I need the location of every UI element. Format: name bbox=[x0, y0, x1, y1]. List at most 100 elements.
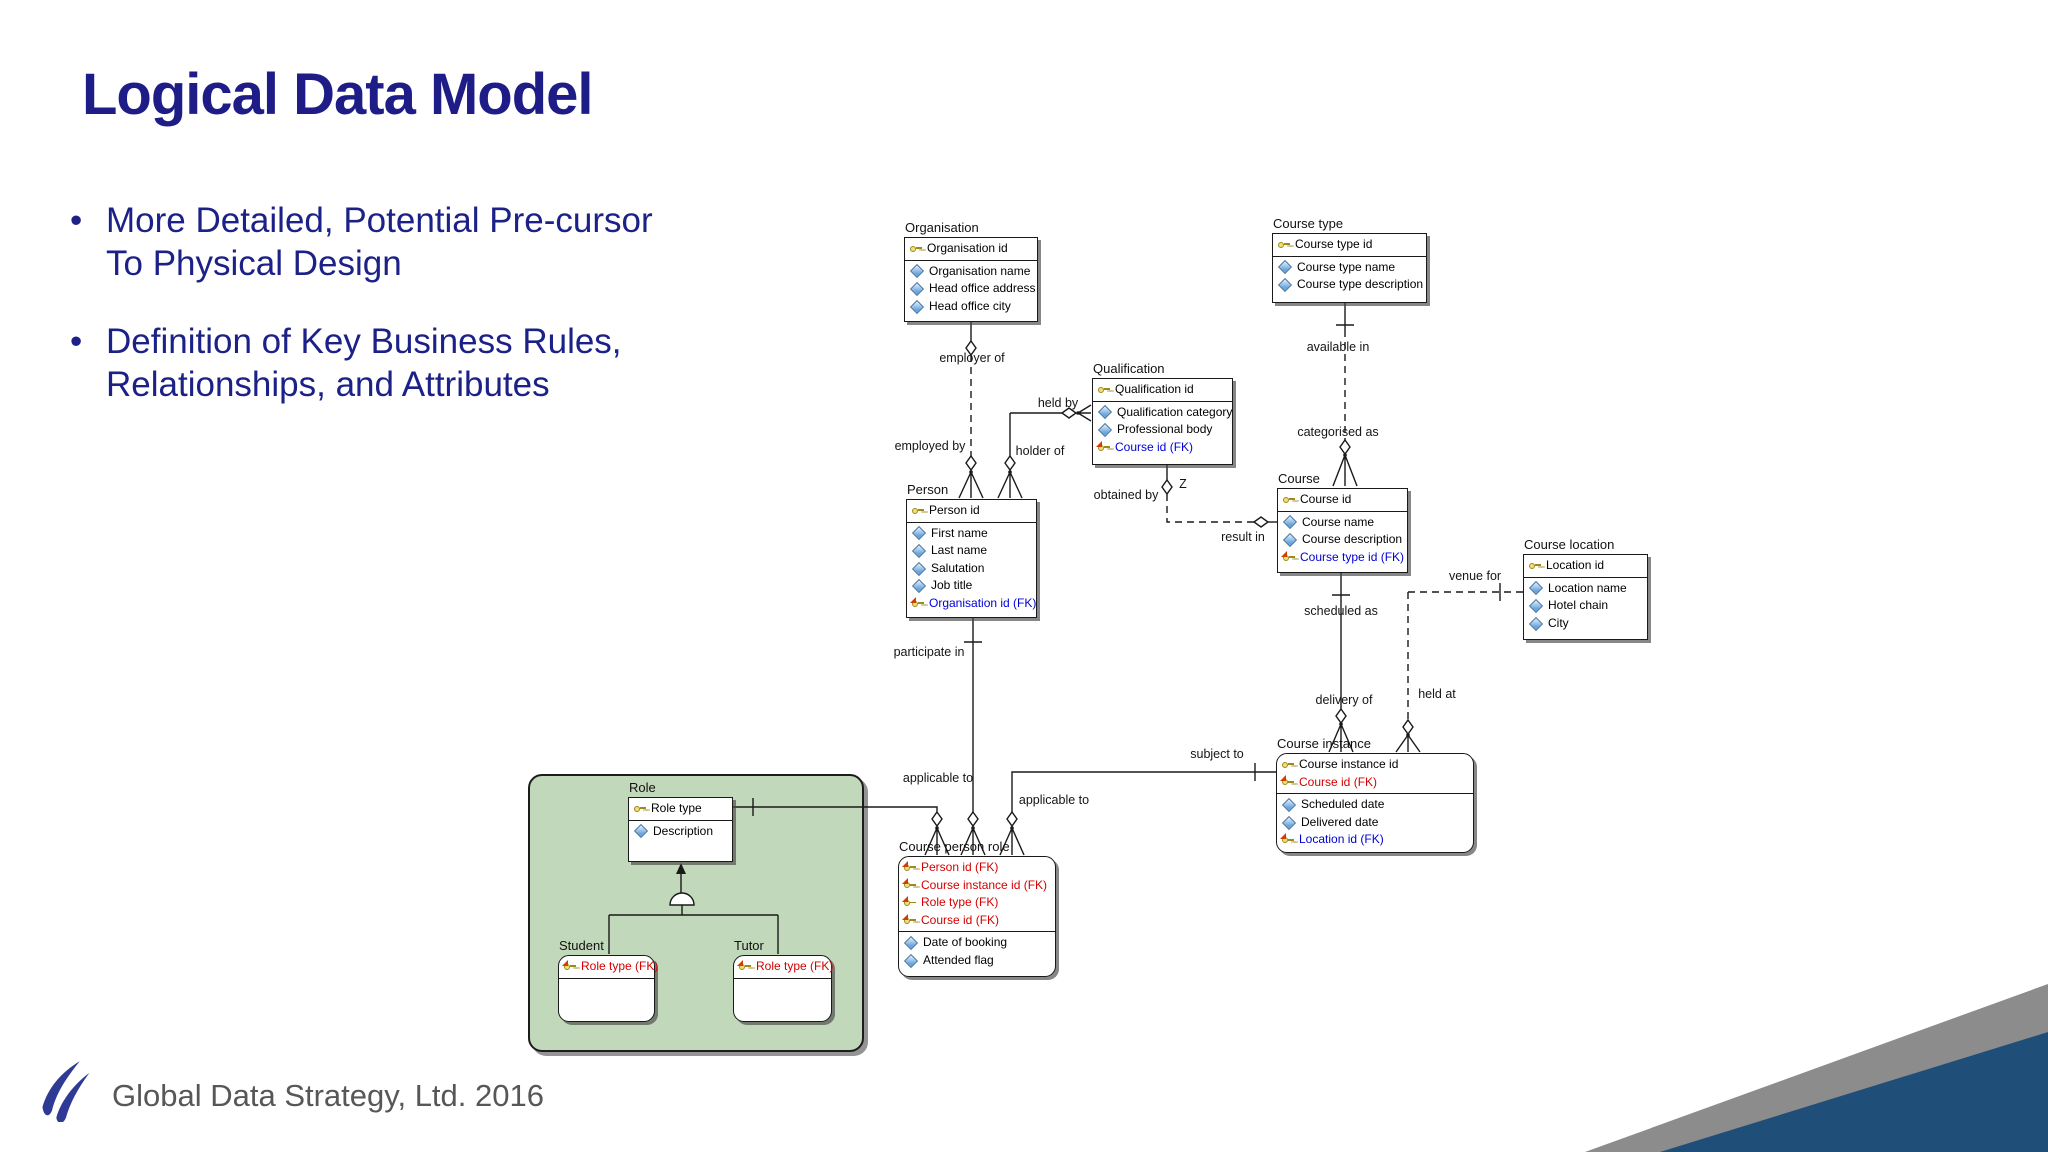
attribute-row: Attended flag bbox=[901, 952, 1053, 970]
bullet-text: More Detailed, Potential Pre-cursor To P… bbox=[106, 201, 653, 283]
attribute-diamond-icon bbox=[1277, 277, 1293, 293]
attribute-diamond-icon bbox=[903, 953, 919, 968]
attribute-row: Description bbox=[631, 823, 730, 841]
attribute-diamond-icon bbox=[911, 561, 927, 576]
attribute-name: Role type bbox=[651, 801, 702, 815]
attribute-diamond-icon bbox=[911, 526, 927, 541]
attribute-row: Qualification id bbox=[1095, 381, 1230, 399]
attribute-name: Qualification category bbox=[1117, 404, 1233, 419]
entity-title: Organisation bbox=[905, 220, 979, 235]
primary-key-icon bbox=[1282, 760, 1295, 770]
relationship-label-delivery-of: delivery of bbox=[1315, 693, 1373, 707]
foreign-key-icon bbox=[1281, 550, 1296, 563]
attribute-name: Job title bbox=[931, 578, 973, 593]
attribute-row: Course id (FK) bbox=[1279, 774, 1471, 792]
attribute-row: Job title bbox=[909, 577, 1034, 595]
attribute-diamond-icon bbox=[1281, 815, 1297, 830]
entity-course-location: Course location Location id Location nam… bbox=[1523, 537, 1648, 640]
attribute-row: Course type id (FK) bbox=[1280, 549, 1405, 567]
attribute-name: Role type (FK) bbox=[581, 959, 659, 973]
attribute-row: Course description bbox=[1280, 531, 1405, 549]
attribute-name: Date of booking bbox=[923, 935, 1008, 950]
entity-course-person-role: Course person role Person id (FK) Course… bbox=[898, 839, 1056, 977]
attribute-name: Course id (FK) bbox=[1115, 439, 1194, 454]
attribute-row: Date of booking bbox=[901, 934, 1053, 952]
attribute-name: Attended flag bbox=[923, 952, 994, 967]
attribute-row: Person id bbox=[909, 502, 1034, 520]
foreign-key-icon bbox=[1280, 775, 1295, 787]
attribute-name: Role type (FK) bbox=[921, 895, 999, 910]
attribute-row: Head office city bbox=[907, 298, 1035, 316]
attribute-diamond-icon bbox=[911, 579, 927, 594]
attribute-name: Organisation id bbox=[927, 241, 1008, 255]
attribute-row: Organisation id bbox=[907, 240, 1035, 258]
attribute-name: Description bbox=[653, 823, 714, 838]
attribute-row: Organisation id (FK) bbox=[909, 595, 1036, 613]
attribute-diamond-icon bbox=[1281, 797, 1297, 813]
attribute-row: Course id (FK) bbox=[901, 912, 1053, 930]
primary-key-icon bbox=[1529, 561, 1542, 571]
bullet-list: More Detailed, Potential Pre-cursor To P… bbox=[62, 200, 662, 443]
entity-course-instance: Course instance Course instance id Cours… bbox=[1276, 736, 1474, 853]
attribute-name: Course description bbox=[1302, 532, 1403, 547]
entity-title: Person bbox=[907, 482, 949, 497]
entity-title: Course type bbox=[1273, 216, 1344, 231]
footer-text: Global Data Strategy, Ltd. 2016 bbox=[112, 1078, 544, 1113]
relationship-label-applicable-to-role: applicable to bbox=[902, 771, 974, 785]
attribute-row: Course type id bbox=[1275, 236, 1424, 254]
attribute-diamond-icon bbox=[1528, 598, 1544, 614]
relationship-label-applicable-to-instance: applicable to bbox=[1018, 793, 1090, 807]
attribute-diamond-icon bbox=[903, 936, 919, 951]
entity-title: Tutor bbox=[734, 938, 764, 953]
relationship-label-holder-of: holder of bbox=[1015, 444, 1065, 458]
foreign-key-icon bbox=[902, 895, 917, 908]
attribute-row: Role type (FK) bbox=[901, 894, 1053, 912]
attribute-row: Head office address bbox=[907, 280, 1036, 298]
entity-course: Course Course id Course name Course desc… bbox=[1277, 471, 1408, 573]
foreign-key-icon bbox=[737, 959, 752, 972]
attribute-name: Qualification id bbox=[1115, 382, 1194, 396]
attribute-name: Last name bbox=[931, 543, 988, 558]
attribute-row: Qualification category bbox=[1095, 404, 1233, 422]
entity-title: Role bbox=[629, 780, 656, 795]
attribute-name: Course instance id bbox=[1299, 757, 1399, 771]
primary-key-icon bbox=[1278, 240, 1291, 250]
attribute-name: Location id bbox=[1546, 558, 1605, 572]
attribute-row: Role type bbox=[631, 800, 730, 818]
attribute-name: Location id (FK) bbox=[1299, 832, 1384, 847]
attribute-name: Course type description bbox=[1297, 277, 1424, 292]
attribute-row: Location id (FK) bbox=[1279, 831, 1471, 849]
foreign-key-icon bbox=[902, 913, 917, 926]
attribute-row: City bbox=[1526, 615, 1645, 633]
company-logo bbox=[42, 1061, 90, 1122]
attribute-diamond-icon bbox=[1282, 515, 1298, 530]
attribute-name: Scheduled date bbox=[1301, 797, 1385, 812]
attribute-name: Delivered date bbox=[1301, 814, 1379, 829]
attribute-diamond-icon bbox=[1528, 616, 1544, 631]
entity-student: Student Role type (FK) bbox=[558, 938, 659, 1022]
attribute-row: Course id bbox=[1280, 491, 1405, 509]
bullet-text: Definition of Key Business Rules, Relati… bbox=[106, 322, 622, 405]
relationship-label-available-in: available in bbox=[1306, 340, 1370, 354]
attribute-name: Course id bbox=[1300, 492, 1352, 506]
attribute-name: Course id (FK) bbox=[921, 912, 1000, 927]
entity-course-type: Course type Course type id Course type n… bbox=[1272, 216, 1427, 303]
foreign-key-icon bbox=[1280, 833, 1295, 845]
relationship-label-held-at: held at bbox=[1418, 687, 1456, 701]
foreign-key-icon bbox=[1096, 440, 1111, 453]
page-title: Logical Data Model bbox=[82, 61, 594, 127]
attribute-name: First name bbox=[931, 525, 988, 540]
attribute-diamond-icon bbox=[1277, 260, 1293, 275]
attribute-row: Course type description bbox=[1275, 276, 1424, 294]
attribute-row: Scheduled date bbox=[1279, 796, 1471, 814]
attribute-row: Course type name bbox=[1275, 259, 1424, 277]
attribute-name: Course id (FK) bbox=[1299, 774, 1378, 789]
relationship-label-result-in: result in bbox=[1221, 530, 1265, 544]
relationship-label-employed-by: employed by bbox=[894, 439, 966, 453]
bullet-item: More Detailed, Potential Pre-cursor To P… bbox=[62, 200, 662, 285]
attribute-row: Course instance id (FK) bbox=[901, 877, 1053, 895]
attribute-diamond-icon bbox=[633, 824, 649, 839]
relationship-label-held-by: held by bbox=[1037, 396, 1079, 410]
attribute-name: Course instance id (FK) bbox=[921, 877, 1048, 892]
